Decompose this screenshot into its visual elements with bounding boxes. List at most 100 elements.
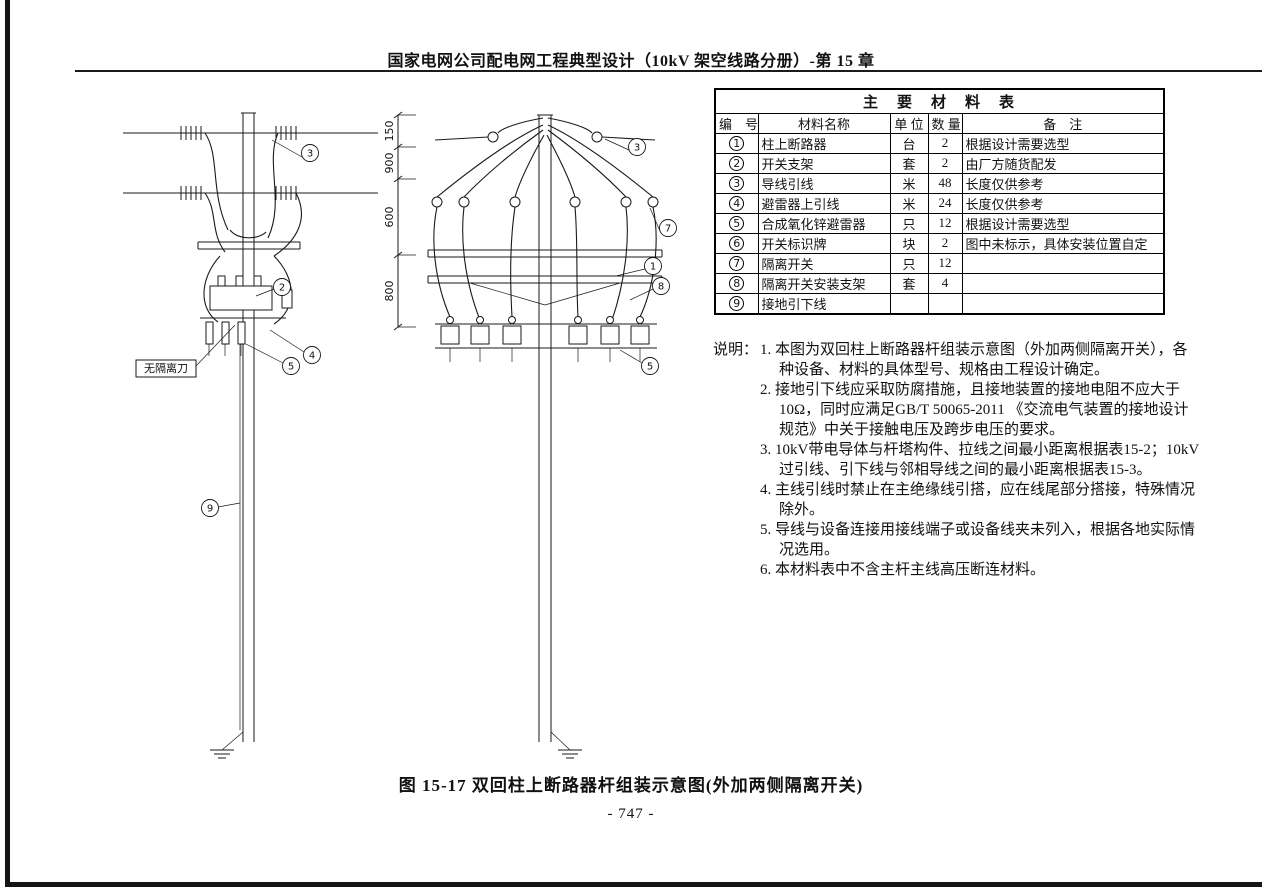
dim-900: 900 — [383, 153, 396, 174]
material-qty: 48 — [927, 172, 963, 194]
table-row: 5 合成氧化锌避雷器 只 12 根据设计需要选型 — [714, 212, 1165, 234]
col-header-note: 备 注 — [961, 112, 1165, 134]
pole-front-view — [537, 114, 553, 742]
no-isolator-label: 无隔离刀 — [135, 324, 236, 378]
material-unit: 米 — [889, 172, 929, 194]
material-unit: 只 — [889, 212, 929, 234]
pole-side-view — [239, 112, 256, 742]
callout-front-8: 8 — [629, 277, 670, 301]
material-name: 接地引下线 — [757, 292, 891, 314]
front-view-diagram: 3 7 1 8 5 — [427, 114, 677, 759]
tension-insulator-strings — [180, 126, 297, 200]
table-header-row: 编 号 材料名称 单 位 数 量 备 注 — [714, 112, 1165, 134]
callout-front-1: 1 — [615, 257, 662, 277]
material-note: 图中未标示，具体安装位置自定 — [961, 232, 1165, 254]
row-number-badge: 8 — [729, 276, 745, 292]
table-row: 8 隔离开关安装支架 套 4 — [714, 272, 1165, 294]
equipment-row-front — [435, 316, 657, 362]
col-header-no: 编 号 — [714, 112, 759, 134]
dimension-chain: 150 900 600 800 — [383, 111, 416, 331]
table-row: 4 避雷器上引线 米 24 长度仅供参考 — [714, 192, 1165, 214]
row-number-badge: 3 — [729, 176, 745, 192]
svg-text:2: 2 — [279, 283, 285, 294]
svg-text:5: 5 — [288, 362, 294, 373]
materials-table-title: 主 要 材 料 表 — [714, 88, 1165, 114]
assembly-diagram: 无隔离刀 3 2 5 4 9 — [123, 111, 677, 759]
material-unit: 米 — [889, 192, 929, 214]
note-item: 1. 本图为双回柱上断路器杆组装示意图（外加两侧隔离开关），各种设备、材料的具体… — [760, 342, 1188, 378]
material-unit: 套 — [889, 152, 929, 174]
page-number: - 747 - — [607, 806, 655, 822]
note-item: 5. 导线与设备连接用接线端子或设备线夹未列入，根据各地实际情况选用。 — [760, 522, 1196, 558]
table-row: 7 隔离开关 只 12 — [714, 252, 1165, 274]
table-row: 3 导线引线 米 48 长度仅供参考 — [714, 172, 1165, 194]
material-unit: 只 — [889, 252, 929, 274]
svg-text:3: 3 — [634, 143, 640, 154]
header-divider — [75, 70, 1262, 72]
ground-symbol-front — [550, 731, 582, 759]
svg-text:4: 4 — [309, 351, 315, 362]
row-number-badge: 7 — [729, 256, 745, 272]
material-name: 隔离开关 — [757, 252, 891, 274]
callout-side-2: 2 — [255, 278, 291, 297]
material-name: 开关支架 — [757, 152, 891, 174]
material-unit — [889, 292, 929, 314]
material-name: 导线引线 — [757, 172, 891, 194]
row-number-badge: 1 — [729, 136, 745, 152]
row-number-badge: 6 — [729, 236, 745, 252]
material-unit: 块 — [889, 232, 929, 254]
table-row: 9 接地引下线 — [714, 292, 1165, 314]
material-qty: 2 — [927, 232, 963, 254]
materials-table: 主 要 材 料 表 编 号 材料名称 单 位 数 量 备 注 1 柱上断路器 台… — [714, 88, 1165, 315]
dim-600: 600 — [383, 207, 396, 228]
material-name: 合成氧化锌避雷器 — [757, 212, 891, 234]
callout-front-7: 7 — [649, 207, 677, 237]
document-header-title: 国家电网公司配电网工程典型设计（10kV 架空线路分册）-第 15 章 — [387, 53, 875, 70]
svg-text:3: 3 — [307, 149, 313, 160]
notes-label: 说明： — [713, 342, 759, 358]
material-note — [961, 292, 1165, 314]
note-item: 2. 接地引下线应采取防腐措施，且接地装置的接地电阻不应大于10Ω，同时应满足G… — [760, 382, 1189, 438]
no-isolator-label-text: 无隔离刀 — [144, 361, 188, 375]
material-note: 根据设计需要选型 — [961, 132, 1165, 154]
material-note — [961, 252, 1165, 274]
callout-side-4: 4 — [269, 329, 321, 364]
material-unit: 套 — [889, 272, 929, 294]
svg-text:8: 8 — [658, 282, 664, 293]
crossarms-front — [427, 249, 663, 306]
note-item: 4. 主线引线时禁止在主绝缘线引搭，应在线尾部分搭接，特殊情况除外。 — [760, 482, 1196, 518]
row-number-badge: 9 — [729, 296, 745, 312]
row-number-badge: 5 — [729, 216, 745, 232]
material-name: 开关标识牌 — [757, 232, 891, 254]
callout-front-5: 5 — [619, 349, 659, 375]
material-note — [961, 272, 1165, 294]
material-qty: 2 — [927, 152, 963, 174]
ground-symbol-side — [210, 731, 244, 759]
material-qty: 12 — [927, 252, 963, 274]
sheet-frame-bottom — [5, 882, 1262, 887]
col-header-unit: 单 位 — [889, 112, 929, 134]
note-item: 6. 本材料表中不含主杆主线高压断连材料。 — [760, 562, 1046, 578]
jumper-fan — [431, 124, 659, 321]
dim-800: 800 — [383, 281, 396, 302]
material-name: 避雷器上引线 — [757, 192, 891, 214]
material-qty — [927, 292, 963, 314]
figure-caption: 图 15-17 双回柱上断路器杆组装示意图(外加两侧隔离开关) — [398, 776, 864, 795]
material-note: 根据设计需要选型 — [961, 212, 1165, 234]
col-header-name: 材料名称 — [757, 112, 891, 134]
material-qty: 12 — [927, 212, 963, 234]
notes-section: 说明： 1. 本图为双回柱上断路器杆组装示意图（外加两侧隔离开关），各种设备、材… — [713, 340, 1201, 580]
material-unit: 台 — [889, 132, 929, 154]
side-view-diagram: 无隔离刀 3 2 5 4 9 — [123, 112, 378, 759]
circuit-breaker-side — [209, 275, 293, 311]
table-row: 6 开关标识牌 块 2 图中未标示，具体安装位置自定 — [714, 232, 1165, 254]
svg-text:9: 9 — [207, 504, 213, 515]
material-qty: 2 — [927, 132, 963, 154]
svg-text:5: 5 — [647, 362, 653, 373]
material-name: 柱上断路器 — [757, 132, 891, 154]
material-note: 长度仅供参考 — [961, 172, 1165, 194]
dim-150: 150 — [383, 121, 396, 142]
svg-text:1: 1 — [650, 262, 656, 273]
callout-side-3: 3 — [271, 139, 319, 162]
material-note: 由厂方随货配发 — [961, 152, 1165, 174]
